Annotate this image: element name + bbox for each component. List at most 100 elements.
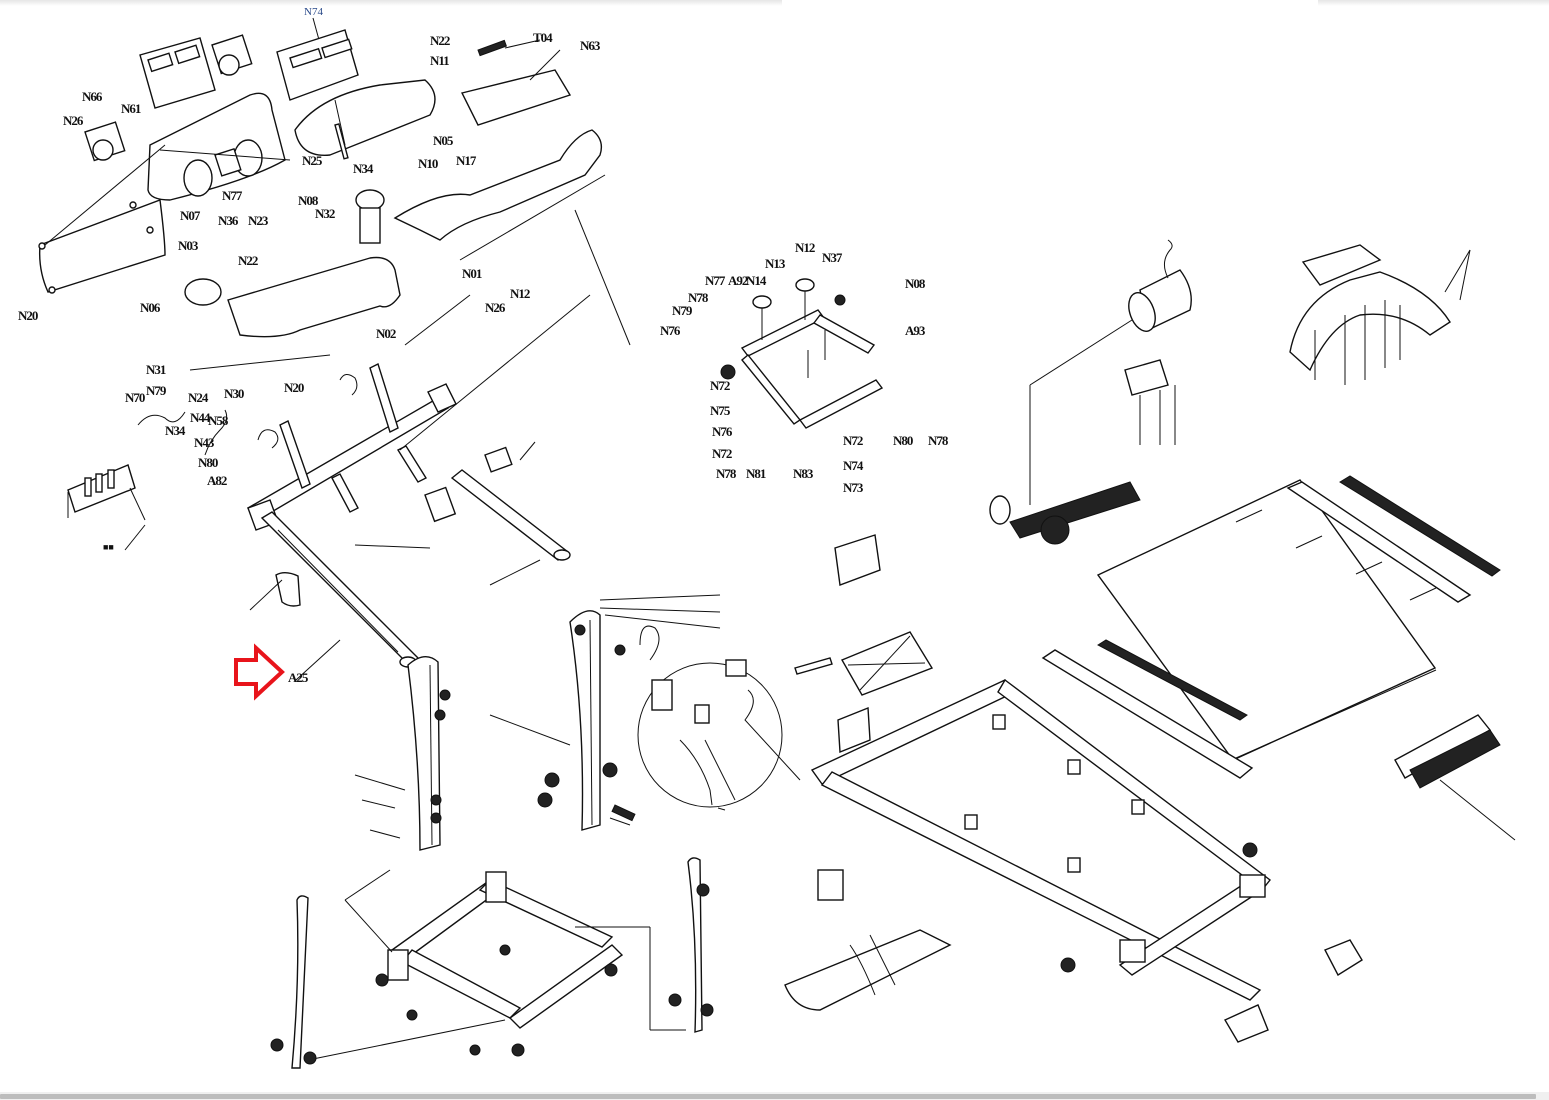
- rail-strip-left: [1096, 639, 1248, 721]
- label-n74: N74: [843, 458, 864, 473]
- label-n03: N03: [178, 238, 199, 253]
- label-n12: N12: [510, 286, 530, 301]
- label-n30: N30: [224, 386, 244, 401]
- label-a82: A82: [207, 473, 227, 488]
- label-n72b: N72: [712, 446, 732, 461]
- running-deck: [1041, 475, 1501, 779]
- label-n14: N14: [746, 273, 767, 288]
- label-n25: N25: [302, 153, 323, 168]
- console-assembly: N74: [18, 6, 631, 346]
- spring: [477, 39, 508, 57]
- label-n17: N17: [456, 153, 477, 168]
- console-housing: [147, 92, 286, 201]
- label-n26b: N26: [485, 300, 506, 315]
- label-n08: N08: [298, 193, 319, 208]
- frame-bracket-rear: [1119, 939, 1146, 963]
- label-n58: N58: [208, 413, 229, 428]
- scrollbar-thumb[interactable]: [0, 1094, 1536, 1099]
- label-n70: N70: [125, 390, 145, 405]
- label-n79: N79: [146, 383, 167, 398]
- grip-sensor: [275, 572, 301, 607]
- label-n20h: N20: [284, 380, 304, 395]
- side-rail-right: [1286, 481, 1472, 603]
- rear-roller: [1394, 714, 1516, 841]
- upright-left: [354, 656, 451, 851]
- label-n75: N75: [710, 403, 731, 418]
- label-n08i: N08: [905, 276, 926, 291]
- label-n80i: N80: [893, 433, 913, 448]
- horizontal-scrollbar[interactable]: [0, 1092, 1549, 1100]
- transformer: [1224, 1004, 1269, 1043]
- side-rail-left: [1041, 649, 1254, 779]
- label-n36: N36: [218, 213, 239, 228]
- label-a92: A92: [728, 273, 748, 288]
- label-n11: N11: [430, 53, 449, 68]
- label-a25: A25: [288, 670, 309, 685]
- label-n79i: N79: [672, 303, 693, 318]
- label-t04: T04: [533, 30, 553, 45]
- end-cap: [1324, 939, 1363, 976]
- label-n77: N77: [222, 188, 243, 203]
- label-n23: N23: [248, 213, 269, 228]
- label-n72: N72: [710, 378, 730, 393]
- console-rear-cover: [294, 79, 436, 156]
- label-n76b: N76: [712, 424, 733, 439]
- label-n01: N01: [462, 266, 482, 281]
- pcb-board: [460, 69, 572, 126]
- label-n22: N22: [430, 33, 450, 48]
- label-n78b: N78: [716, 466, 737, 481]
- label-n31: N31: [146, 362, 166, 377]
- electronics-tray: [794, 534, 934, 754]
- label-n05: N05: [433, 133, 454, 148]
- label-n63: N63: [580, 38, 601, 53]
- frame-bracket-front: [1239, 874, 1266, 898]
- label-n80: N80: [198, 455, 218, 470]
- label-n20: N20: [18, 308, 38, 323]
- handlebar-right: [450, 469, 570, 561]
- motor-hood: [1289, 244, 1471, 385]
- label-n07: N07: [180, 208, 201, 223]
- cup-holder-left: [184, 278, 222, 306]
- label-n13: N13: [765, 256, 786, 271]
- label-sensor-board: ■■: [103, 542, 114, 552]
- console-lower-bezel: [227, 256, 401, 338]
- label-n77i: N77: [705, 273, 726, 288]
- label-n22b: N22: [238, 253, 258, 268]
- label-n06: N06: [140, 300, 161, 315]
- label-n24: N24: [188, 390, 209, 405]
- incline-assembly: N77 A92 N14 N13 N12 N37 N08 N79 N78 N76 …: [660, 240, 950, 495]
- label-n81: N81: [746, 466, 766, 481]
- power-cord-coil: [639, 625, 660, 661]
- motor-cover-bottom: [784, 869, 952, 1011]
- label-n76: N76: [660, 323, 681, 338]
- label-n78c: N78: [928, 433, 949, 448]
- main-frame: [810, 678, 1363, 1043]
- label-n37: N37: [822, 250, 843, 265]
- display-board: [139, 37, 216, 109]
- wire-harness-left: [137, 411, 186, 426]
- label-n43: N43: [194, 435, 215, 450]
- electronics-detail: [611, 625, 801, 822]
- motor-assembly: [989, 239, 1192, 545]
- label-n34: N34: [353, 161, 374, 176]
- label-n02: N02: [376, 326, 396, 341]
- label-a93: A93: [905, 323, 926, 338]
- label-n10: N10: [418, 156, 438, 171]
- label-n44: N44: [190, 410, 211, 425]
- label-n34h: N34: [165, 423, 186, 438]
- viewer-toolbar-shadow-right: [1318, 0, 1549, 6]
- label-n32: N32: [315, 206, 335, 221]
- handrail-assembly: N31 N79 N70 N24 N30 N34 N44 N58 N43 N80 …: [67, 294, 591, 685]
- highlight-arrow-icon: [234, 643, 285, 701]
- label-n83: N83: [793, 466, 814, 481]
- label-n26: N26: [63, 113, 84, 128]
- upright-right: [489, 594, 721, 831]
- side-panel-left: [38, 199, 166, 293]
- label-n12i: N12: [795, 240, 815, 255]
- rear-post-left: [270, 895, 317, 1069]
- label-n61: N61: [121, 101, 141, 116]
- rear-post-right: [668, 857, 714, 1033]
- label-n72c: N72: [843, 433, 863, 448]
- label-n74: N74: [304, 6, 323, 18]
